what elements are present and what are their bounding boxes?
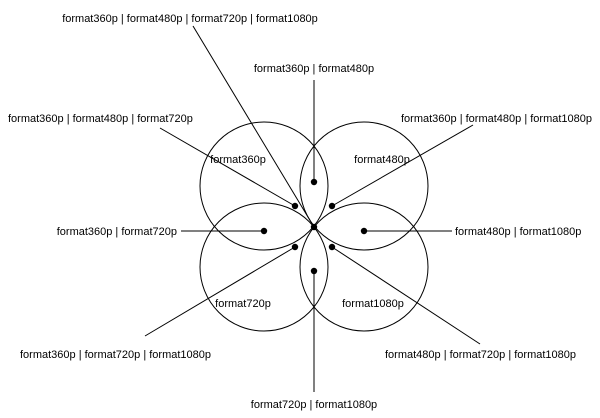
label-720-1080: format720p | format1080p — [251, 399, 377, 411]
set-circle-format1080p — [299, 202, 429, 332]
leader-360-720-1080 — [144, 246, 296, 337]
label-480-1080: format480p | format1080p — [455, 226, 581, 238]
set-circle-format720p — [199, 202, 329, 332]
point-all-four — [310, 223, 318, 231]
point-360-720-1080 — [291, 243, 299, 251]
set-label-format480p: format480p — [354, 154, 410, 166]
label-all-four: format360p | format480p | format720p | f… — [62, 13, 318, 25]
point-360-720 — [260, 227, 268, 235]
point-480-720-1080 — [328, 243, 336, 251]
point-720-1080 — [310, 267, 318, 275]
label-360-720-1080: format360p | format720p | format1080p — [20, 349, 211, 361]
leader-all-four — [192, 25, 315, 228]
label-360-720: format360p | format720p — [57, 226, 177, 238]
point-360-480-720 — [291, 202, 299, 210]
label-360-480: format360p | format480p — [254, 63, 374, 75]
set-label-format360p: format360p — [210, 154, 266, 166]
point-480-1080 — [360, 227, 368, 235]
label-360-480-1080: format360p | format480p | format1080p — [401, 113, 592, 125]
leader-360-480-720 — [159, 127, 296, 207]
leader-480-720-1080 — [331, 246, 481, 345]
set-label-format1080p: format1080p — [342, 298, 404, 310]
set-circle-format480p — [299, 121, 429, 251]
point-360-480 — [310, 178, 318, 186]
leader-360-480-1080 — [331, 124, 474, 207]
label-360-480-720: format360p | format480p | format720p — [8, 113, 193, 125]
point-360-480-1080 — [328, 202, 336, 210]
set-circle-format360p — [199, 121, 329, 251]
label-480-720-1080: format480p | format720p | format1080p — [385, 349, 576, 361]
set-label-format720p: format720p — [215, 298, 271, 310]
